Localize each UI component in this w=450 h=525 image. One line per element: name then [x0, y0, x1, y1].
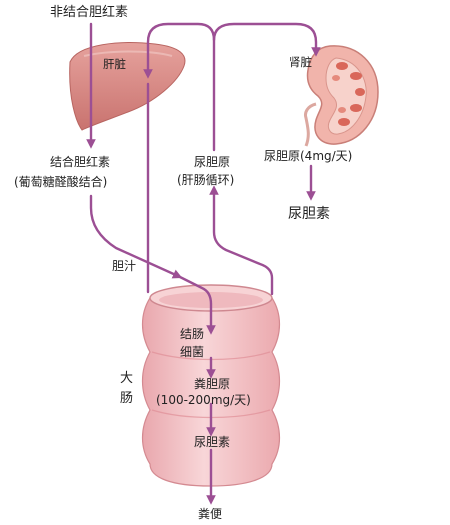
label-colon-bacteria-line1: 结肠	[180, 327, 204, 341]
pathway-to-kidney	[212, 22, 321, 57]
pathway-bile-into-intestine	[176, 274, 216, 335]
label-kidney: 肾脏	[289, 55, 312, 69]
label-fecal-urobilinogen: 粪胆原	[194, 377, 230, 391]
label-enterohepatic-circulation: (肝肠循环)	[177, 173, 234, 187]
large-intestine-illustration	[141, 284, 281, 487]
label-fecal-urobilinogen-amount: (100-200mg/天)	[156, 393, 251, 407]
liver-illustration	[69, 42, 186, 131]
label-conjugated-bilirubin: 结合胆红素	[50, 154, 110, 169]
label-liver: 肝脏	[103, 57, 126, 71]
pathway-enterohepatic-return	[209, 185, 274, 296]
label-colon-bacteria-line2: 细菌	[180, 345, 204, 359]
label-feces: 粪便	[198, 507, 222, 521]
label-bile: 胆汁	[112, 259, 136, 273]
label-urobilinogen-circulation: 尿胆原	[194, 155, 230, 169]
pathway-enterohepatic-to-liver	[143, 22, 216, 152]
label-urine-urobilin: 尿胆素	[288, 206, 330, 222]
label-stercobilin: 尿胆素	[194, 435, 230, 449]
label-urine-urobilinogen: 尿胆原(4mg/天)	[264, 149, 352, 163]
label-glucuronide-conjugation: (葡萄糖醛酸结合)	[14, 174, 107, 189]
pathway-conjugated-to-bile	[89, 194, 183, 279]
kidney-illustration	[304, 45, 379, 147]
label-unconjugated-bilirubin: 非结合胆红素	[50, 4, 128, 20]
label-large-intestine-line2: 肠	[120, 391, 133, 406]
label-large-intestine-line1: 大	[120, 371, 133, 386]
